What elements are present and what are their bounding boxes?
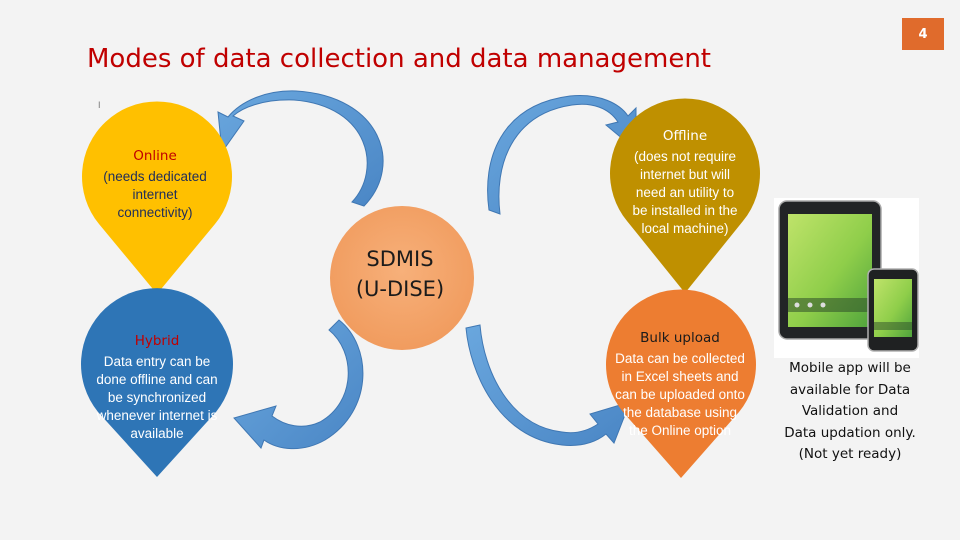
mode-online-body: (needs dedicated internet connectivity) bbox=[80, 168, 230, 222]
mode-hybrid-line: whenever internet is bbox=[96, 408, 218, 423]
mode-offline-line: internet but will bbox=[639, 167, 731, 182]
mode-hybrid-line: done offline and can bbox=[96, 372, 218, 387]
mode-hybrid-line: Data entry can be bbox=[103, 354, 211, 369]
mode-hybrid-title: Hybrid bbox=[134, 333, 180, 349]
mode-online-line: connectivity) bbox=[117, 205, 193, 220]
mode-bulk-line: can be uploaded onto bbox=[615, 387, 745, 402]
pin-offline bbox=[609, 98, 760, 294]
center-label-line2: (U-DISE) bbox=[355, 277, 445, 301]
mode-offline-line: need an utility to bbox=[635, 185, 735, 200]
mode-hybrid-line: available bbox=[130, 426, 184, 441]
mode-bulk-line: the Online option bbox=[628, 423, 732, 438]
pin-bulk bbox=[606, 289, 756, 478]
mobile-note-line: Mobile app will be bbox=[789, 360, 911, 376]
mode-online-line: (needs dedicated bbox=[103, 169, 207, 184]
mobile-note-line: Validation and bbox=[801, 403, 899, 419]
mode-bulk-line: Data can be collected bbox=[615, 351, 745, 366]
mode-bulk-line: in Excel sheets and bbox=[621, 369, 739, 384]
mode-bulk-title: Bulk upload bbox=[640, 330, 720, 346]
tick-mark: I bbox=[98, 100, 101, 110]
mode-bulk-upload: Bulk upload Data can be collected in Exc… bbox=[600, 329, 760, 440]
page-title: Modes of data collection and data manage… bbox=[87, 44, 711, 74]
mode-hybrid: Hybrid Data entry can be done offline an… bbox=[77, 332, 237, 443]
mode-online: Online (needs dedicated internet connect… bbox=[80, 147, 230, 222]
mobile-app-note: Mobile app will be available for Data Va… bbox=[772, 358, 928, 466]
mobile-note-line: available for Data bbox=[789, 381, 911, 398]
mode-hybrid-body: Data entry can be done offline and can b… bbox=[77, 353, 237, 443]
arrow-to-hybrid bbox=[233, 319, 364, 450]
mode-bulk-line: the database using bbox=[622, 405, 738, 420]
mode-offline-title: Offline bbox=[662, 128, 708, 144]
mobile-note-line: (Not yet ready) bbox=[798, 446, 902, 462]
center-circle bbox=[330, 206, 474, 350]
mode-offline-body: (does not require internet but will need… bbox=[608, 148, 762, 238]
center-label-line1: SDMIS bbox=[366, 247, 434, 271]
tablet-dock bbox=[788, 298, 872, 312]
pin-online bbox=[82, 101, 233, 294]
mode-offline-line: local machine) bbox=[641, 221, 729, 236]
mode-online-title: Online bbox=[133, 148, 177, 164]
mode-online-line: internet bbox=[132, 187, 178, 202]
mode-offline-line: be installed in the bbox=[632, 203, 738, 218]
pin-hybrid bbox=[81, 288, 233, 477]
mode-offline: Offline (does not require internet but w… bbox=[608, 127, 762, 238]
page-number-badge: 4 bbox=[902, 18, 944, 50]
center-label: SDMIS (U-DISE) bbox=[325, 244, 475, 304]
mode-offline-line: (does not require bbox=[633, 149, 737, 164]
mode-bulk-body: Data can be collected in Excel sheets an… bbox=[600, 350, 760, 440]
mobile-note-line: Data updation only. bbox=[784, 424, 916, 441]
arrow-to-online bbox=[217, 90, 384, 207]
mode-hybrid-line: be synchronized bbox=[107, 390, 207, 405]
